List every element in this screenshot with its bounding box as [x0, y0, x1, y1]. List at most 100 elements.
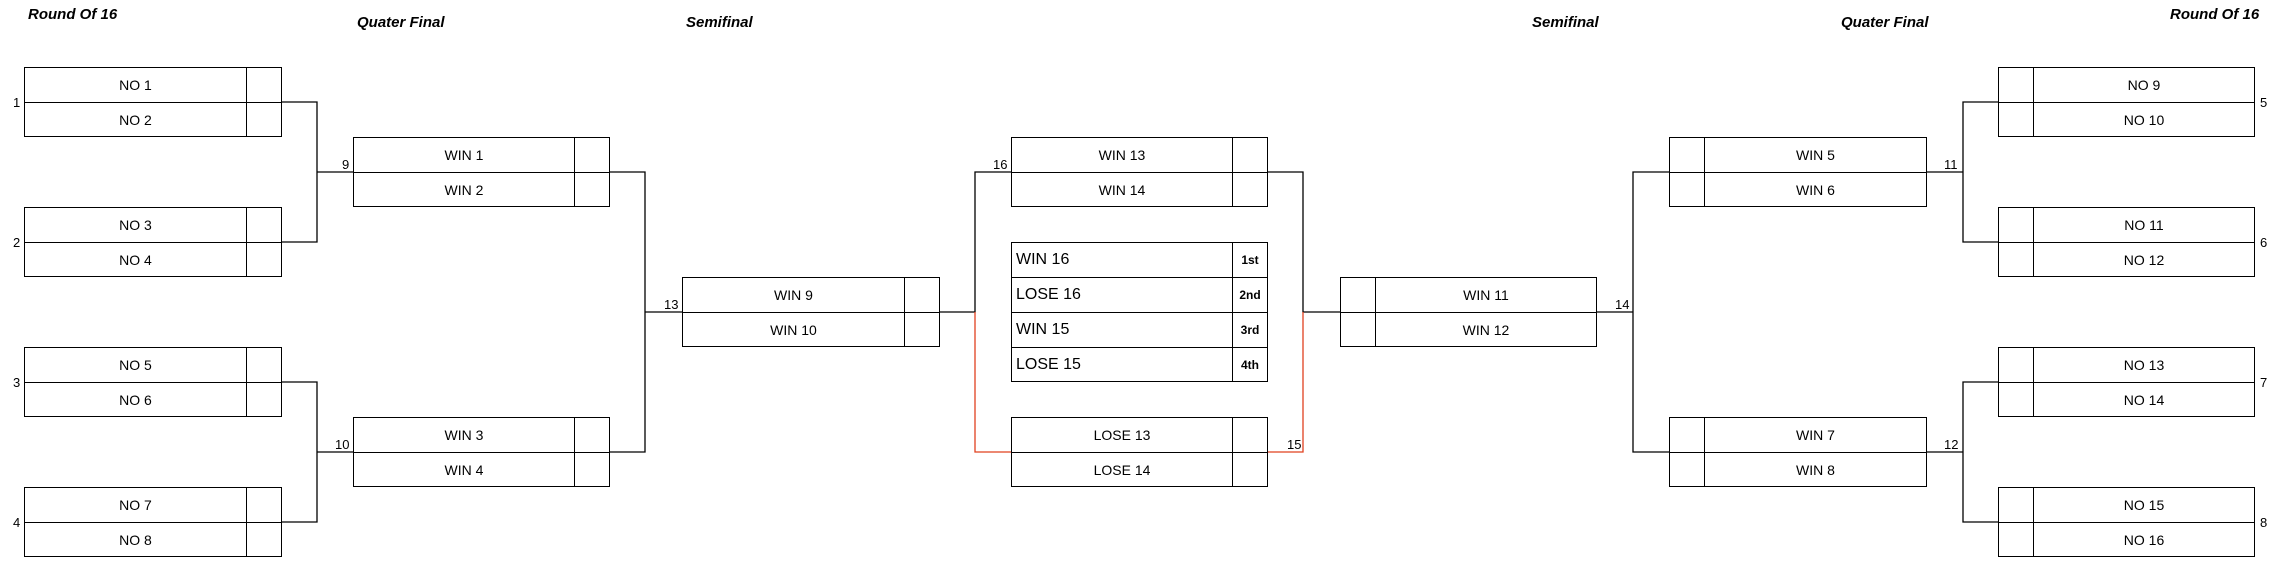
ranking-name: LOSE 15: [1011, 347, 1233, 382]
team-slot: WIN 4: [353, 452, 575, 487]
connector-m5-m6: [1926, 101, 1998, 243]
match-8: NO 15 NO 16: [1998, 487, 2255, 557]
match-2: NO 3 NO 4: [24, 207, 282, 277]
team-slot: WIN 12: [1375, 312, 1597, 347]
match-5: NO 9 NO 10: [1998, 67, 2255, 137]
team-slot: WIN 11: [1375, 277, 1597, 313]
team-slot: WIN 10: [682, 312, 905, 347]
score-box: [1232, 137, 1268, 173]
score-box: [1669, 137, 1705, 173]
match-15-third-place: LOSE 13 LOSE 14: [1011, 417, 1268, 487]
ranking-place: 4th: [1232, 347, 1268, 382]
team-slot: WIN 14: [1011, 172, 1233, 207]
match-10: WIN 3 WIN 4: [353, 417, 610, 487]
team-slot: NO 8: [24, 522, 247, 557]
score-box: [1998, 347, 2034, 383]
score-box: [1998, 522, 2034, 557]
match-16-final: WIN 13 WIN 14: [1011, 137, 1268, 207]
team-slot: NO 15: [2033, 487, 2255, 523]
match-number: 6: [2260, 235, 2268, 250]
team-slot: NO 4: [24, 242, 247, 277]
ranking-name: WIN 16: [1011, 242, 1233, 278]
round-title-left-quarter-final: Quater Final: [357, 14, 445, 31]
match-number: 13: [664, 297, 679, 312]
match-12: WIN 7 WIN 8: [1669, 417, 1927, 487]
match-4: NO 7 NO 8: [24, 487, 282, 557]
score-box: [246, 487, 282, 523]
score-box: [1669, 417, 1705, 453]
team-slot: NO 7: [24, 487, 247, 523]
round-title-left-semifinal: Semifinal: [686, 14, 753, 31]
team-slot: NO 2: [24, 102, 247, 137]
team-slot: NO 5: [24, 347, 247, 383]
team-slot: NO 3: [24, 207, 247, 243]
score-box: [1998, 382, 2034, 417]
connector-m13-m16: [940, 171, 1011, 313]
team-slot: WIN 13: [1011, 137, 1233, 173]
team-slot: LOSE 13: [1011, 417, 1233, 453]
score-box: [1669, 452, 1705, 487]
team-slot: WIN 9: [682, 277, 905, 313]
match-1: NO 1 NO 2: [24, 67, 282, 137]
round-title-left-round-of-16: Round Of 16: [28, 6, 118, 23]
score-box: [574, 137, 610, 173]
match-11: WIN 5 WIN 6: [1669, 137, 1927, 207]
connector-m7-m8: [1926, 381, 1998, 523]
score-box: [904, 277, 940, 313]
team-slot: LOSE 14: [1011, 452, 1233, 487]
match-9: WIN 1 WIN 2: [353, 137, 610, 207]
team-slot: NO 9: [2033, 67, 2255, 103]
match-number: 14: [1615, 297, 1630, 312]
team-slot: NO 10: [2033, 102, 2255, 137]
match-number: 15: [1287, 437, 1302, 452]
score-box: [1998, 102, 2034, 137]
ranking-place: 3rd: [1232, 312, 1268, 348]
score-box: [246, 67, 282, 103]
score-box: [1998, 487, 2034, 523]
score-box: [1232, 172, 1268, 207]
ranking-place: 1st: [1232, 242, 1268, 278]
round-title-right-semifinal: Semifinal: [1532, 14, 1599, 31]
team-slot: NO 1: [24, 67, 247, 103]
match-13: WIN 9 WIN 10: [682, 277, 940, 347]
connector-third-place-left: [974, 312, 1011, 453]
score-box: [1340, 277, 1376, 313]
round-title-right-quarter-final: Quater Final: [1841, 14, 1929, 31]
ranking-name: WIN 15: [1011, 312, 1233, 348]
team-slot: NO 14: [2033, 382, 2255, 417]
team-slot: NO 13: [2033, 347, 2255, 383]
score-box: [1998, 242, 2034, 277]
connector-third-place-right: [1267, 312, 1304, 453]
team-slot: NO 12: [2033, 242, 2255, 277]
team-slot: NO 6: [24, 382, 247, 417]
score-box: [1998, 207, 2034, 243]
score-box: [574, 172, 610, 207]
match-number: 11: [1944, 157, 1958, 172]
match-number: 2: [13, 235, 21, 250]
ranking-place: 2nd: [1232, 277, 1268, 313]
team-slot: NO 11: [2033, 207, 2255, 243]
team-slot: WIN 2: [353, 172, 575, 207]
team-slot: WIN 1: [353, 137, 575, 173]
match-14: WIN 11 WIN 12: [1340, 277, 1597, 347]
score-box: [1340, 312, 1376, 347]
match-number: 7: [2260, 375, 2268, 390]
team-slot: WIN 8: [1704, 452, 1927, 487]
match-number: 1: [13, 95, 21, 110]
match-number: 9: [342, 157, 350, 172]
ranking-name: LOSE 16: [1011, 277, 1233, 313]
score-box: [246, 102, 282, 137]
team-slot: WIN 3: [353, 417, 575, 453]
round-title-right-round-of-16: Round Of 16: [2170, 6, 2260, 23]
score-box: [246, 382, 282, 417]
match-number: 8: [2260, 515, 2268, 530]
match-number: 12: [1944, 437, 1959, 452]
score-box: [1232, 417, 1268, 453]
match-number: 10: [335, 437, 350, 452]
match-number: 16: [993, 157, 1008, 172]
match-7: NO 13 NO 14: [1998, 347, 2255, 417]
connector-m1-m2: [281, 101, 353, 243]
match-number: 3: [13, 375, 21, 390]
score-box: [1998, 67, 2034, 103]
ranking-table: WIN 16 1st LOSE 16 2nd WIN 15 3rd LOSE 1…: [1011, 242, 1268, 382]
